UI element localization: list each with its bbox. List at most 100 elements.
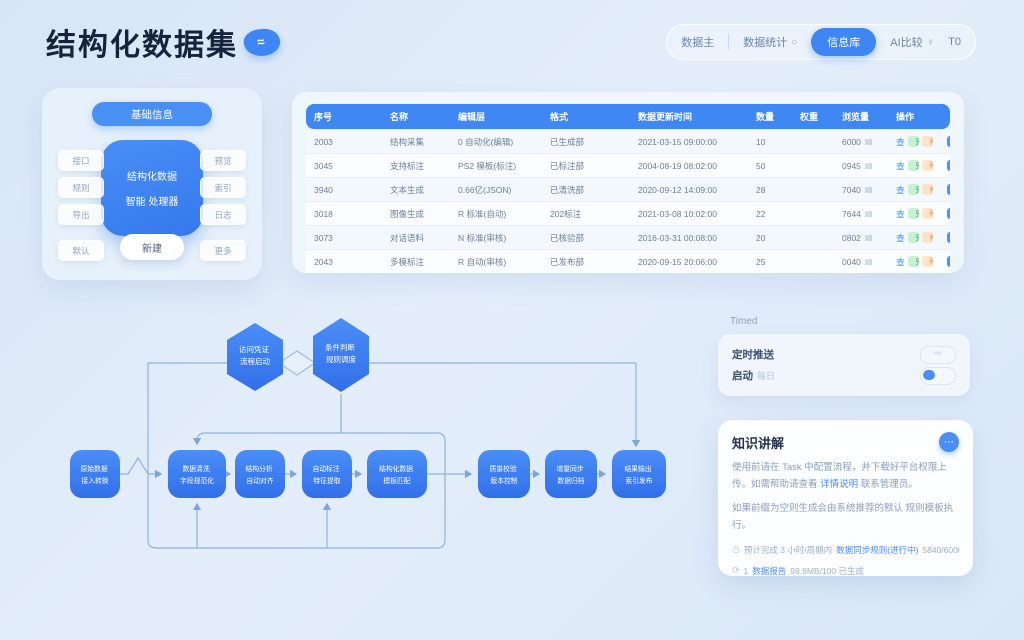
cell-fmt: 202标注 (550, 208, 582, 219)
flow-node-structure[interactable]: 结构化数据 模板匹配 (367, 450, 427, 498)
flow-node-clean[interactable]: 数据清洗 字段规范化 (168, 450, 226, 498)
flow-node-analyze[interactable]: 结构分析 自动对齐 (235, 450, 285, 498)
flow-node-sync[interactable]: 增量同步 数据归档 (545, 450, 597, 498)
pill-preview[interactable]: 预览 (200, 150, 246, 171)
status-badge-pending[interactable]: 待审 (921, 255, 933, 268)
cell-time: 2004-08-19 08:02:00 (638, 160, 717, 171)
status-badge-train[interactable]: 训练 (946, 183, 950, 196)
views-count: 0802 (842, 232, 861, 243)
nav-item-data[interactable]: 数据主 (681, 37, 715, 49)
schedule-row-push: 定时推送 ⇒ (732, 344, 956, 365)
decision-diamond[interactable] (277, 350, 317, 376)
nav-item-ai-label: AI比较 (890, 37, 923, 49)
status-badge-done[interactable]: 完成 (907, 135, 919, 148)
cell-id: 3045 (314, 160, 333, 171)
node-label: 接入转换 (81, 476, 108, 485)
node-label: 模板匹配 (383, 476, 410, 485)
calendar-icon[interactable]: ▤ (864, 137, 873, 146)
status-badge-done[interactable]: 完成 (907, 255, 919, 268)
view-link[interactable]: 查 (896, 208, 905, 219)
new-button[interactable]: 新建 (120, 234, 184, 260)
flow-node-source[interactable]: 原始数据 接入转换 (70, 450, 120, 498)
pill-more[interactable]: 更多 (200, 240, 246, 261)
calendar-icon[interactable]: ▤ (864, 233, 873, 242)
status-badge-train[interactable]: 训练 (946, 255, 950, 268)
report-link[interactable]: 数据报告 (752, 565, 787, 576)
nav-item-stats[interactable]: 数据统计 ○ (743, 34, 797, 50)
cell-id: 2003 (314, 136, 333, 147)
cell-ops: 查 完成 待审 训练 上线 (888, 207, 950, 220)
status-badge-pending[interactable]: 待审 (921, 183, 933, 196)
status-badge-train[interactable]: 训练 (946, 135, 950, 148)
nav-item-library[interactable]: 信息库 (811, 28, 877, 56)
status-badge-train[interactable]: 训练 (946, 231, 950, 244)
pill-export[interactable]: 导出 (58, 204, 104, 225)
table-row[interactable]: 2003 结构采集 0 自动化(编辑) 已生成部 2021-03-15 09:0… (306, 129, 950, 153)
view-link[interactable]: 查 (896, 160, 905, 171)
view-link[interactable]: 查 (896, 256, 905, 267)
meta2-text-a: 1 (743, 565, 749, 576)
node-label: 原始数据 (80, 464, 107, 473)
cell-id: 3073 (314, 232, 333, 243)
pill-default[interactable]: 默认 (58, 240, 104, 261)
flow-node-annotate[interactable]: 自动标注 特征提取 (302, 450, 352, 498)
view-link[interactable]: 查 (896, 232, 905, 243)
cell-code: 0 自动化(编辑) (458, 136, 514, 147)
table-row[interactable]: 3018 图像生成 R 标准(自动) 202标注 2021-03-08 10:0… (306, 201, 950, 225)
calendar-icon[interactable]: ▤ (864, 185, 873, 194)
flow-node-output[interactable]: 结果输出 索引发布 (612, 450, 666, 498)
view-link[interactable]: 查 (896, 136, 905, 147)
pill-logs[interactable]: 日志 (200, 204, 246, 225)
status-badge-pending[interactable]: 待审 (921, 207, 933, 220)
pill-api[interactable]: 接口 (58, 150, 104, 171)
calendar-icon[interactable]: ▤ (864, 161, 873, 170)
cell-name: 结构采集 (390, 136, 425, 147)
pipeline-flowchart: 访问凭证 流程启动 条件判断 规则调度 原始数据 接入转换 数据清洗 字段规范化… (70, 318, 666, 549)
nav-item-ai[interactable]: AI比较 ♀ (890, 34, 934, 50)
sync-rule-link[interactable]: 数据同步规则(进行中) (836, 544, 919, 555)
nav-item-t0[interactable]: T0 (948, 36, 961, 48)
node-label: 结构化数据 (379, 464, 413, 473)
cell-ops: 查 完成 待审 训练 上线 (888, 231, 950, 244)
table-row[interactable]: 3940 文本生成 0.66亿(JSON) 已清洗部 2020-09-12 14… (306, 177, 950, 201)
col-header: 格式 (550, 112, 569, 122)
cell-name: 对话语料 (390, 232, 425, 243)
node-label: 数据归档 (557, 476, 584, 485)
cell-fmt: 已核验部 (550, 232, 585, 243)
hexagon-node-access[interactable]: 访问凭证 流程启动 (227, 323, 283, 391)
flow-node-validate[interactable]: 质量校验 版本控制 (478, 450, 530, 498)
status-badge-done[interactable]: 完成 (907, 183, 919, 196)
status-badge-done[interactable]: 完成 (907, 159, 919, 172)
view-link[interactable]: 查 (896, 184, 905, 195)
more-circle-button[interactable]: ⋯ (939, 432, 959, 452)
cell-code: R 自动(审核) (458, 256, 507, 267)
status-badge-done[interactable]: 完成 (907, 231, 919, 244)
meta1-text-a: 预计完成 3 小时/周期内 (743, 544, 833, 555)
status-badge-train[interactable]: 训练 (946, 159, 950, 172)
views-count: 7644 (842, 208, 861, 219)
col-header: 数量 (756, 112, 775, 122)
calendar-icon[interactable]: ▤ (864, 209, 873, 218)
pill-index[interactable]: 索引 (200, 177, 246, 198)
panel-header-button[interactable]: 基础信息 (92, 102, 212, 126)
model-config-panel: 基础信息 结构化数据 智能 处理器 接口 规则 导出 预览 索引 日志 默认 更… (42, 88, 262, 280)
status-badge-train[interactable]: 训练 (946, 207, 950, 220)
para1-text-b: 联系管理员。 (858, 478, 918, 490)
hexagon-node-condition[interactable]: 条件判断 规则调度 (313, 318, 369, 392)
table-row[interactable]: 3045 支持标注 PS2 模板(标注) 已标注部 2004-08-19 08:… (306, 153, 950, 177)
status-badge-pending[interactable]: 待审 (921, 159, 933, 172)
col-header: 序号 (314, 112, 333, 122)
send-arrow-button[interactable]: ⇒ (920, 345, 956, 364)
node-label: 自动标注 (312, 464, 339, 473)
status-badge-pending[interactable]: 待审 (921, 231, 933, 244)
center-processor-node[interactable]: 结构化数据 智能 处理器 (101, 140, 203, 236)
table-row[interactable]: 2043 多模标注 R 自动(审核) 已发布部 2020-09-15 20:06… (306, 249, 950, 273)
calendar-icon[interactable]: ▤ (864, 257, 873, 266)
details-link[interactable]: 详情说明 (820, 478, 859, 490)
status-badge-pending[interactable]: 待审 (921, 135, 933, 148)
status-badge-done[interactable]: 完成 (907, 207, 919, 220)
table-row[interactable]: 3073 对话语料 N 标准(审核) 已核验部 2016-03-31 00:08… (306, 225, 950, 249)
pill-rules[interactable]: 规则 (58, 177, 104, 198)
schedule-row-start: 启动每日 (732, 365, 956, 386)
start-toggle[interactable] (920, 366, 956, 385)
